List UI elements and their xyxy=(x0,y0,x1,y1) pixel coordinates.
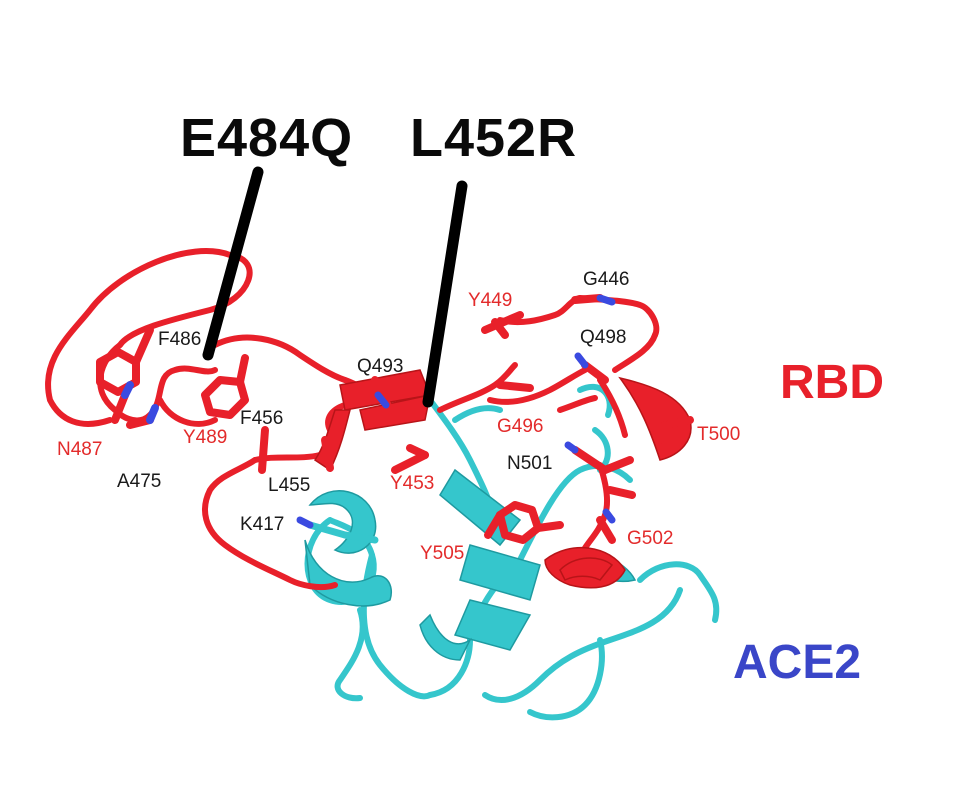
pointer-line-E484Q xyxy=(202,166,264,361)
residue-label-Y453: Y453 xyxy=(390,473,434,494)
residue-Y449-sticks xyxy=(481,311,524,339)
residue-label-Y489: Y489 xyxy=(183,427,227,448)
chain-label-ace2: ACE2 xyxy=(733,636,861,689)
residue-K417-sticks xyxy=(296,516,379,544)
residue-N487-sticks xyxy=(111,381,159,429)
residue-label-Y505: Y505 xyxy=(420,543,464,564)
residue-G496-sticks xyxy=(496,381,534,392)
mutation-label-L452R: L452R xyxy=(410,108,577,168)
residue-Y489-sticks xyxy=(201,354,249,419)
residue-label-F456: F456 xyxy=(240,408,283,429)
residue-label-Q498: Q498 xyxy=(580,327,626,348)
residue-Y505-sticks xyxy=(484,501,564,544)
residue-Y453-sticks xyxy=(391,444,429,474)
residue-N501-sticks xyxy=(564,441,636,499)
residue-label-N501: N501 xyxy=(507,453,552,474)
residue-label-Y449: Y449 xyxy=(468,290,512,311)
residue-label-G496: G496 xyxy=(497,416,543,437)
chain-label-rbd: RBD xyxy=(780,356,884,409)
residue-label-G502: G502 xyxy=(627,528,673,549)
pointer-line-L452R xyxy=(422,180,468,408)
residue-L455-sticks xyxy=(321,436,334,472)
residue-F486-sticks xyxy=(96,326,154,396)
residue-label-K417: K417 xyxy=(240,514,284,535)
residue-T500-sticks xyxy=(656,416,694,444)
residue-F456-sticks xyxy=(258,426,269,474)
residue-label-N487: N487 xyxy=(57,439,102,460)
mutation-label-E484Q: E484Q xyxy=(180,108,353,168)
residue-Q493-sticks xyxy=(371,376,394,414)
residue-label-A475: A475 xyxy=(117,471,161,492)
residue-label-G446: G446 xyxy=(583,269,629,290)
residue-label-F486: F486 xyxy=(158,329,201,350)
residue-G502-sticks xyxy=(596,508,616,544)
residue-label-L455: L455 xyxy=(268,475,310,496)
residue-sticks xyxy=(96,294,694,544)
pointer-lines xyxy=(202,166,468,408)
residue-labels: F486 N487 A475 Y489 F456 L455 K417 Q493 … xyxy=(57,269,740,564)
residue-label-Q493: Q493 xyxy=(357,356,403,377)
residue-G446-sticks xyxy=(571,294,616,306)
residue-Q498-sticks xyxy=(574,352,609,384)
residue-label-T500: T500 xyxy=(697,424,740,445)
